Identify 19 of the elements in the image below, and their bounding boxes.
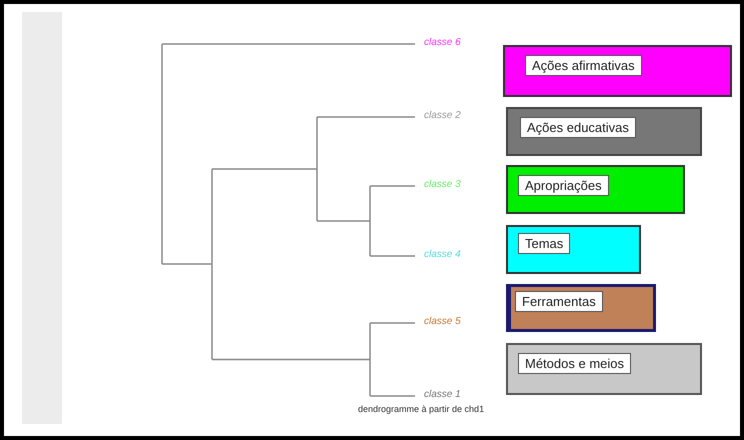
cluster-label: classe 4: [424, 249, 461, 260]
cluster-label: classe 2: [424, 110, 461, 121]
category-box: [506, 165, 685, 214]
category-name: Apropriações: [518, 175, 609, 196]
category-name: Ferramentas: [515, 291, 603, 312]
caption: dendrogramme à partir de chd1: [358, 404, 484, 414]
category-box: [506, 225, 641, 274]
category-name: Temas: [518, 233, 570, 254]
cluster-label: classe 5: [424, 316, 461, 327]
cluster-label: classe 6: [424, 37, 461, 48]
category-name: Métodos e meios: [518, 353, 631, 374]
cluster-label: classe 1: [424, 389, 461, 400]
category-box: [506, 107, 702, 156]
category-box: [506, 284, 656, 332]
category-box: [506, 343, 702, 395]
category-box: [503, 45, 732, 97]
category-name: Ações afirmativas: [525, 55, 642, 76]
cluster-label: classe 3: [424, 179, 461, 190]
category-name: Ações educativas: [520, 117, 636, 138]
